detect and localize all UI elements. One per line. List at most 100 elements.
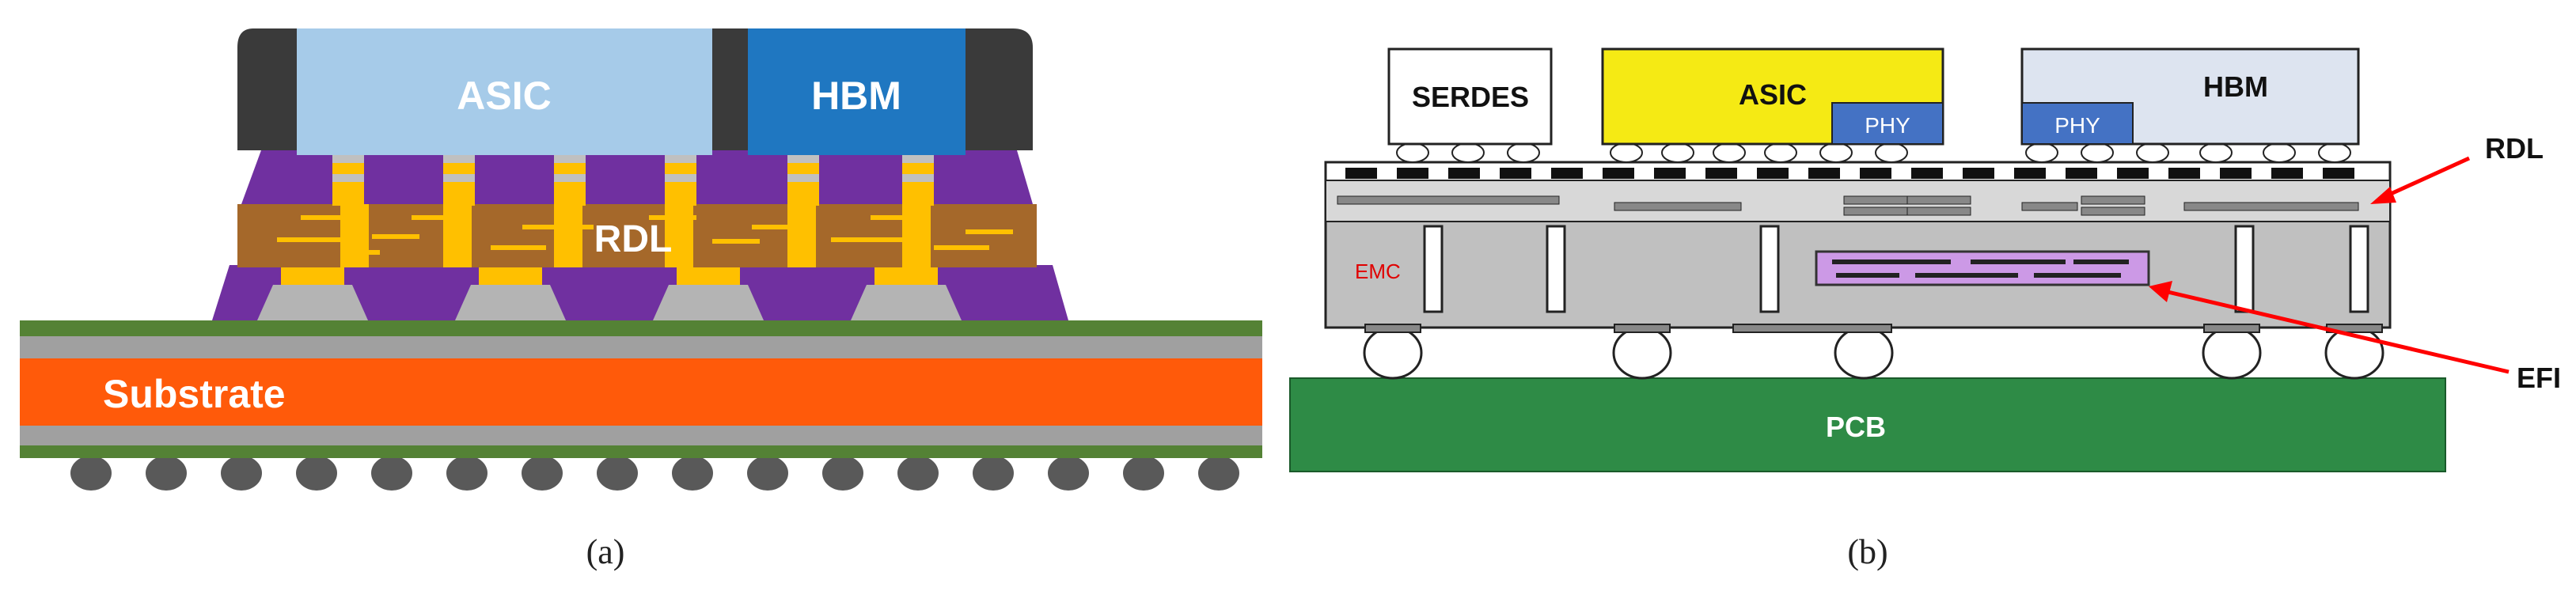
micro-pillar <box>443 163 475 174</box>
solder-ball <box>146 456 187 491</box>
solder-ball <box>1198 456 1239 491</box>
through-mold-via <box>1423 225 1444 313</box>
rdl-label: RDL <box>594 218 673 260</box>
rdl-pad <box>1860 168 1891 179</box>
rdl-pad <box>1911 168 1943 179</box>
micro-bump <box>665 155 696 163</box>
rdl-trace <box>934 245 989 250</box>
micro-bump <box>2263 142 2296 163</box>
rdl-line <box>2183 202 2359 211</box>
pcb-solder-balls <box>1363 326 2384 380</box>
rdl-line <box>1906 206 1971 216</box>
efi-trace <box>1971 260 2066 264</box>
pcb-solder-ball <box>1834 326 1894 380</box>
solder-ball <box>70 456 112 491</box>
efi-trace <box>1836 273 1899 278</box>
panel-a: ASIC HBM RDL Substrate (a) <box>20 28 1262 571</box>
efi-trace <box>2034 273 2121 278</box>
rdl-trace <box>871 215 926 220</box>
c4-bump <box>455 285 566 320</box>
micro-pillar <box>332 163 364 174</box>
rdl-trace <box>277 237 340 242</box>
panel-b-caption: (b) <box>1847 532 1887 571</box>
micro-bump <box>787 155 819 163</box>
rdl-pad <box>1397 168 1428 179</box>
efi-traces <box>1832 260 2129 278</box>
c4-pad <box>479 267 542 285</box>
rdl-trace <box>752 225 815 229</box>
phy-right-label: PHY <box>2054 113 2100 138</box>
c4-bumps <box>257 267 962 320</box>
micro-bump <box>1610 142 1643 163</box>
rdl-pad <box>2066 168 2097 179</box>
die-micro-bumps <box>1396 142 2351 163</box>
micro-pillar <box>554 163 586 174</box>
micro-pillar <box>787 182 819 206</box>
bottom-pad <box>1732 324 1892 333</box>
rdl-via-stack <box>340 204 369 267</box>
micro-pillar <box>787 163 819 174</box>
rdl-arrow <box>2381 156 2471 200</box>
c4-pad <box>677 267 740 285</box>
rdl-line <box>1843 206 1908 216</box>
c4-pad <box>874 267 938 285</box>
rdl-pads <box>1337 168 2359 216</box>
solder-ball <box>897 456 939 491</box>
micro-pillar <box>665 182 696 206</box>
through-mold-via <box>2234 225 2255 313</box>
solder-ball <box>221 456 262 491</box>
solder-ball <box>446 456 488 491</box>
pcb-solder-ball <box>1612 326 1672 380</box>
micro-pillars <box>332 155 934 206</box>
c4-pad <box>281 267 344 285</box>
asic-label-b: ASIC <box>1739 78 1807 111</box>
rdl-pad <box>2117 168 2149 179</box>
rdl-via-stack <box>787 204 816 267</box>
rdl-pad <box>1448 168 1480 179</box>
solder-ball <box>822 456 863 491</box>
rdl-pad <box>2168 168 2200 179</box>
rdl-trace <box>712 239 760 244</box>
micro-bump <box>2199 142 2233 163</box>
solder-ball <box>371 456 412 491</box>
rdl-trace <box>412 215 467 220</box>
rdl-trace <box>491 245 546 250</box>
bottom-pad <box>2203 324 2260 333</box>
rdl-via-stack <box>554 204 582 267</box>
rdl-arrowhead <box>2370 187 2396 204</box>
micro-bump <box>332 174 364 182</box>
rdl-line <box>1337 195 1560 205</box>
micro-bump <box>1396 142 1429 163</box>
micro-bump <box>443 155 475 163</box>
underfill-upper <box>241 150 1033 204</box>
rdl-line <box>1906 195 1971 205</box>
solder-ball <box>522 456 563 491</box>
asic-label: ASIC <box>457 74 551 118</box>
rdl-pad <box>2220 168 2252 179</box>
pcb-label: PCB <box>1826 411 1886 443</box>
hbm-label-b: HBM <box>2203 70 2268 103</box>
micro-bump <box>902 155 934 163</box>
rdl-traces <box>277 204 1013 267</box>
efi-trace <box>1915 273 2018 278</box>
pcb-board <box>1289 377 2446 472</box>
micro-bump <box>1764 142 1797 163</box>
micro-bump <box>1875 142 1908 163</box>
solder-ball <box>1048 456 1089 491</box>
c4-bump <box>653 285 764 320</box>
substrate-core <box>20 358 1262 426</box>
substrate-label: Substrate <box>103 372 286 416</box>
micro-bump <box>2318 142 2351 163</box>
efi-bridge <box>1815 250 2150 286</box>
rdl-trace <box>301 215 348 220</box>
micro-bump <box>1819 142 1853 163</box>
rdl-pad <box>1963 168 1994 179</box>
rdl-trace <box>966 229 1013 234</box>
solder-ball <box>296 456 337 491</box>
micro-bump <box>554 174 586 182</box>
efi-trace <box>1832 260 1951 264</box>
rdl-pad <box>1808 168 1840 179</box>
pcb-solder-ball <box>2202 326 2262 380</box>
underfill-lower <box>212 265 1068 320</box>
micro-bump <box>787 174 819 182</box>
